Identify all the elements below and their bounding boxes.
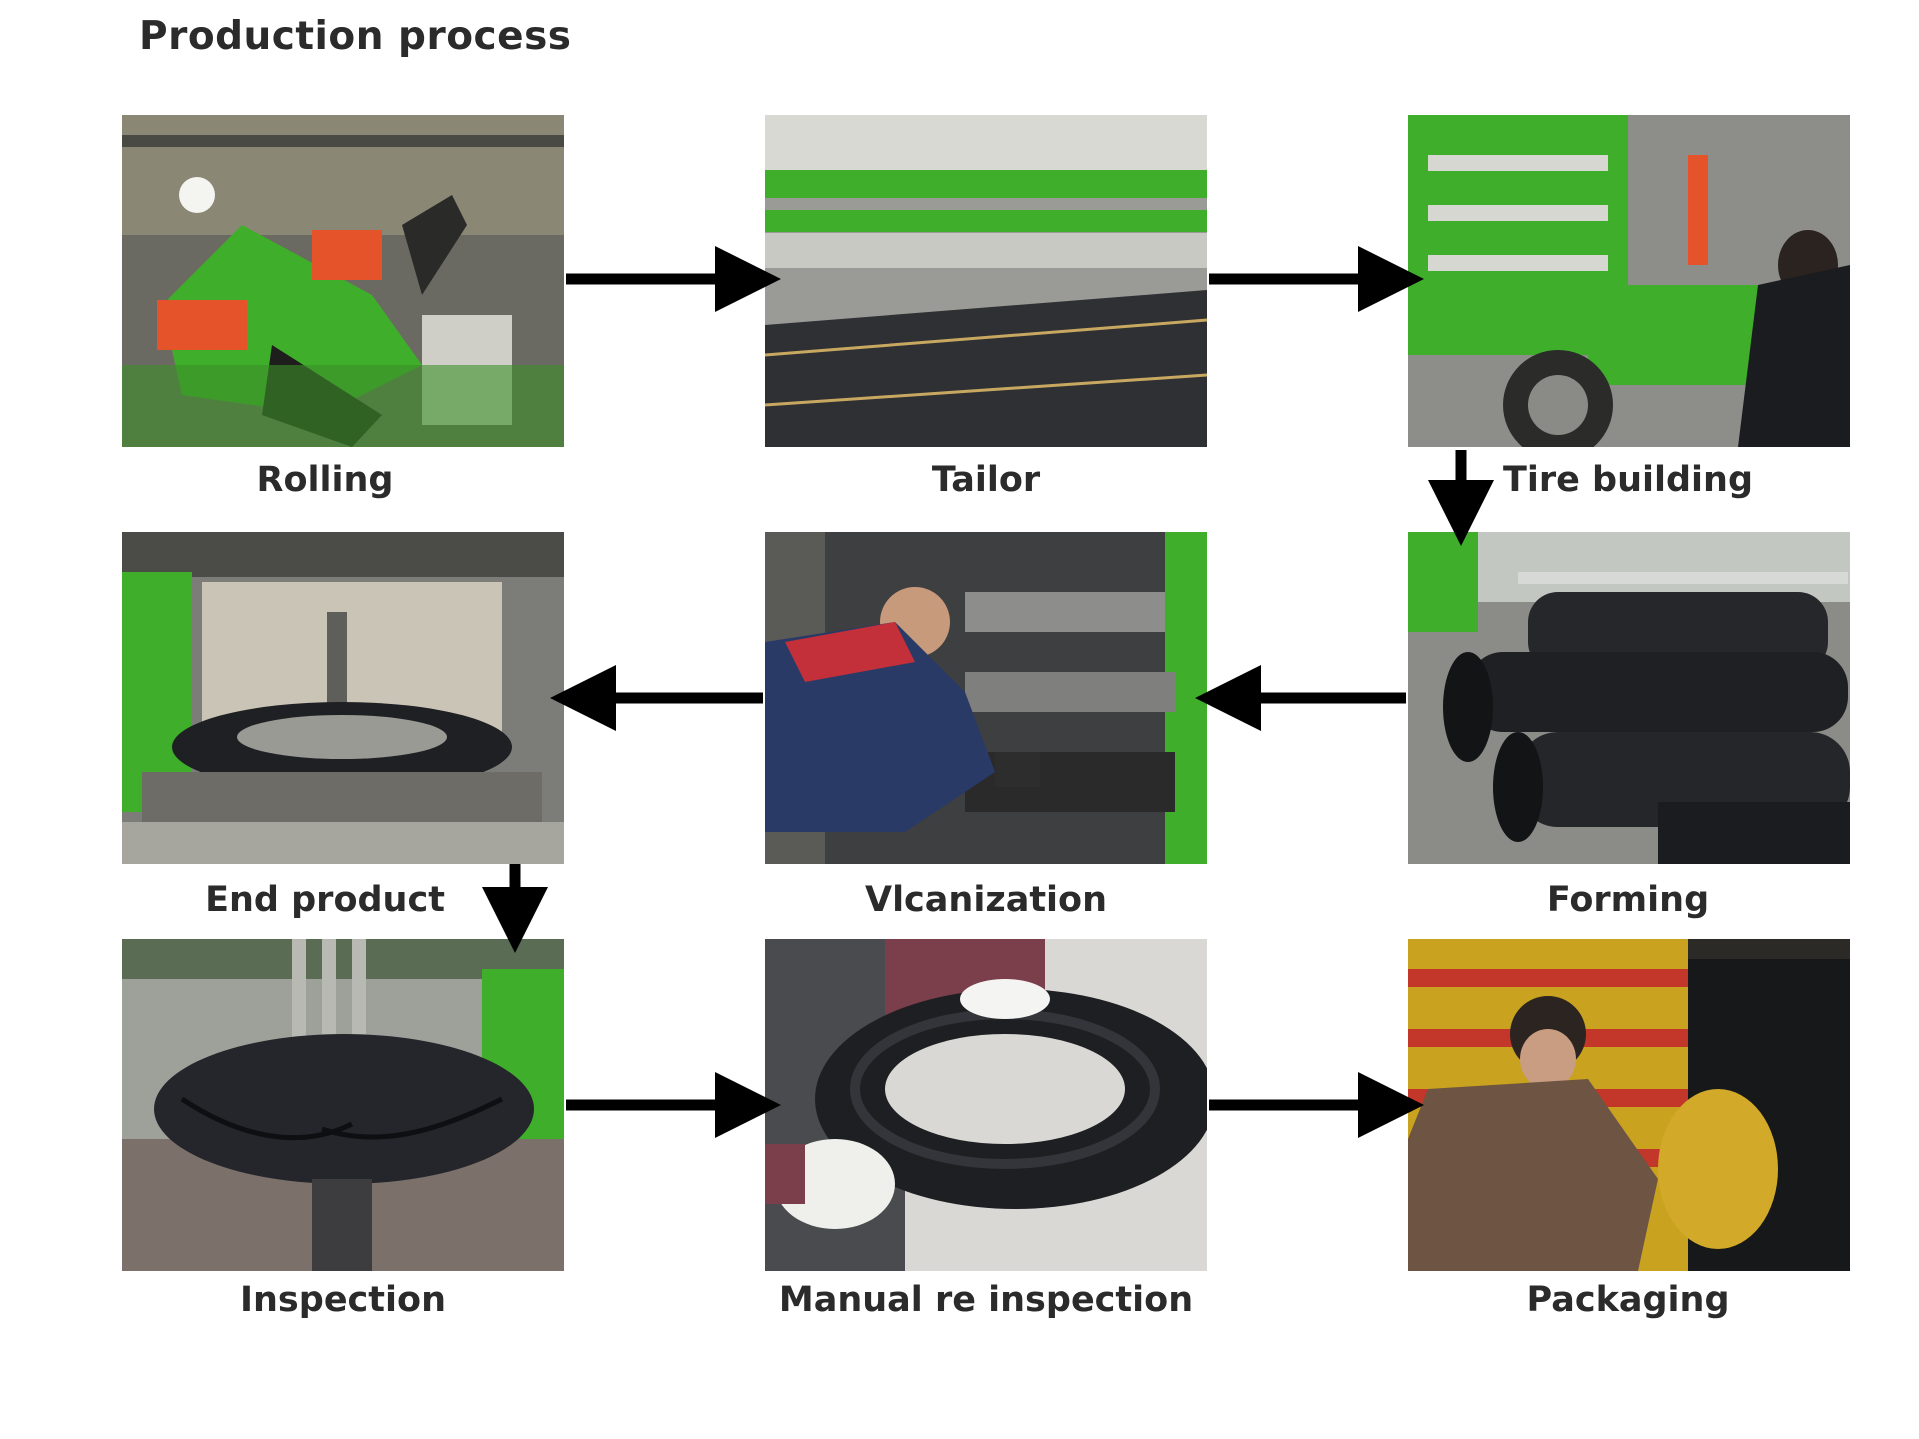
tire-building-photo: [1408, 115, 1850, 447]
packaging-photo: [1408, 939, 1850, 1271]
manual-reinspection-photo: [765, 939, 1207, 1271]
tailor-photo: [765, 115, 1207, 447]
step-label-end-product: End product: [205, 880, 445, 920]
rolling-photo: [122, 115, 564, 447]
vulcanization-photo: [765, 532, 1207, 864]
step-label-vulcanization: Vlcanization: [864, 880, 1108, 920]
step-label-tire-building: Tire building: [1502, 460, 1754, 500]
step-label-rolling: Rolling: [256, 460, 394, 500]
step-label-manual-reinspection: Manual re inspection: [778, 1280, 1194, 1320]
forming-photo: [1408, 532, 1850, 864]
step-label-inspection: Inspection: [239, 1280, 447, 1320]
inspection-photo: [122, 939, 564, 1271]
end-product-photo: [122, 532, 564, 864]
step-label-tailor: Tailor: [931, 460, 1041, 500]
step-label-forming: Forming: [1546, 880, 1710, 920]
step-label-packaging: Packaging: [1526, 1280, 1730, 1320]
page-title: Production process: [139, 14, 572, 59]
